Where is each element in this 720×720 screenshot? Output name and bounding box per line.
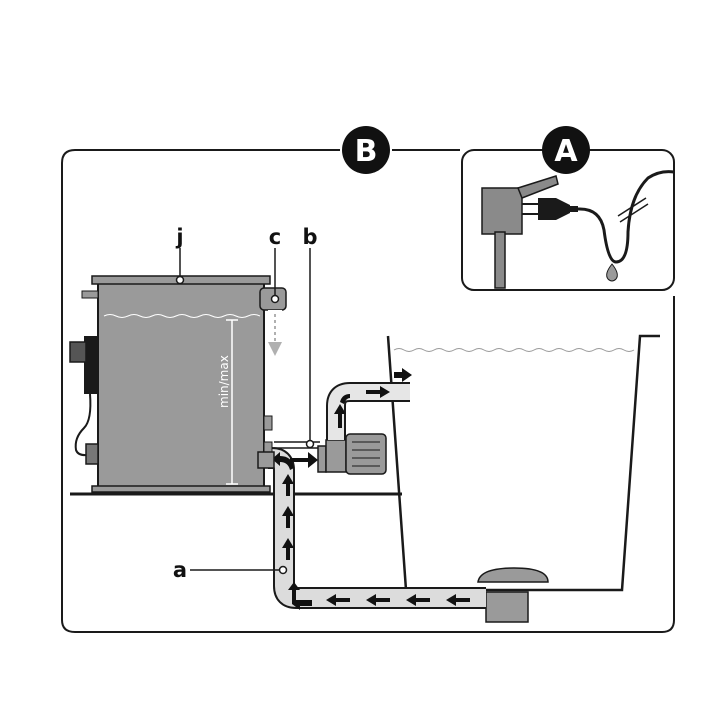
plug-icon [522,198,578,220]
tank-outlet [259,287,287,380]
badge-b-text: B [355,134,378,169]
pond-basin [386,334,660,592]
filter-tank: min/max [81,275,275,493]
pump-icon [274,382,410,475]
skimmer-icon [477,567,549,623]
outflow-arrow-icon [394,368,412,382]
callout-c: c [269,225,281,304]
level-text: min/max [217,355,231,408]
power-cable [577,170,675,264]
panel-b-frame [61,149,675,633]
transformer-icon [481,175,559,289]
flow-arrow-icon [272,452,470,610]
suction-hose [261,447,486,609]
water-drop-icon [606,263,618,282]
pond-water-line [393,348,635,352]
badge-b: B [342,126,390,174]
badge-a-text: A [554,134,578,169]
label-a: a [173,558,187,582]
badge-a: A [542,126,590,174]
callout-j: j [175,225,185,285]
label-c: c [269,225,281,249]
label-b: b [302,225,317,249]
cable-break-mark [617,197,649,223]
callout-a: a [173,558,288,582]
label-j: j [175,225,183,249]
callout-b: b [302,225,318,449]
uv-clarifier [69,336,99,465]
